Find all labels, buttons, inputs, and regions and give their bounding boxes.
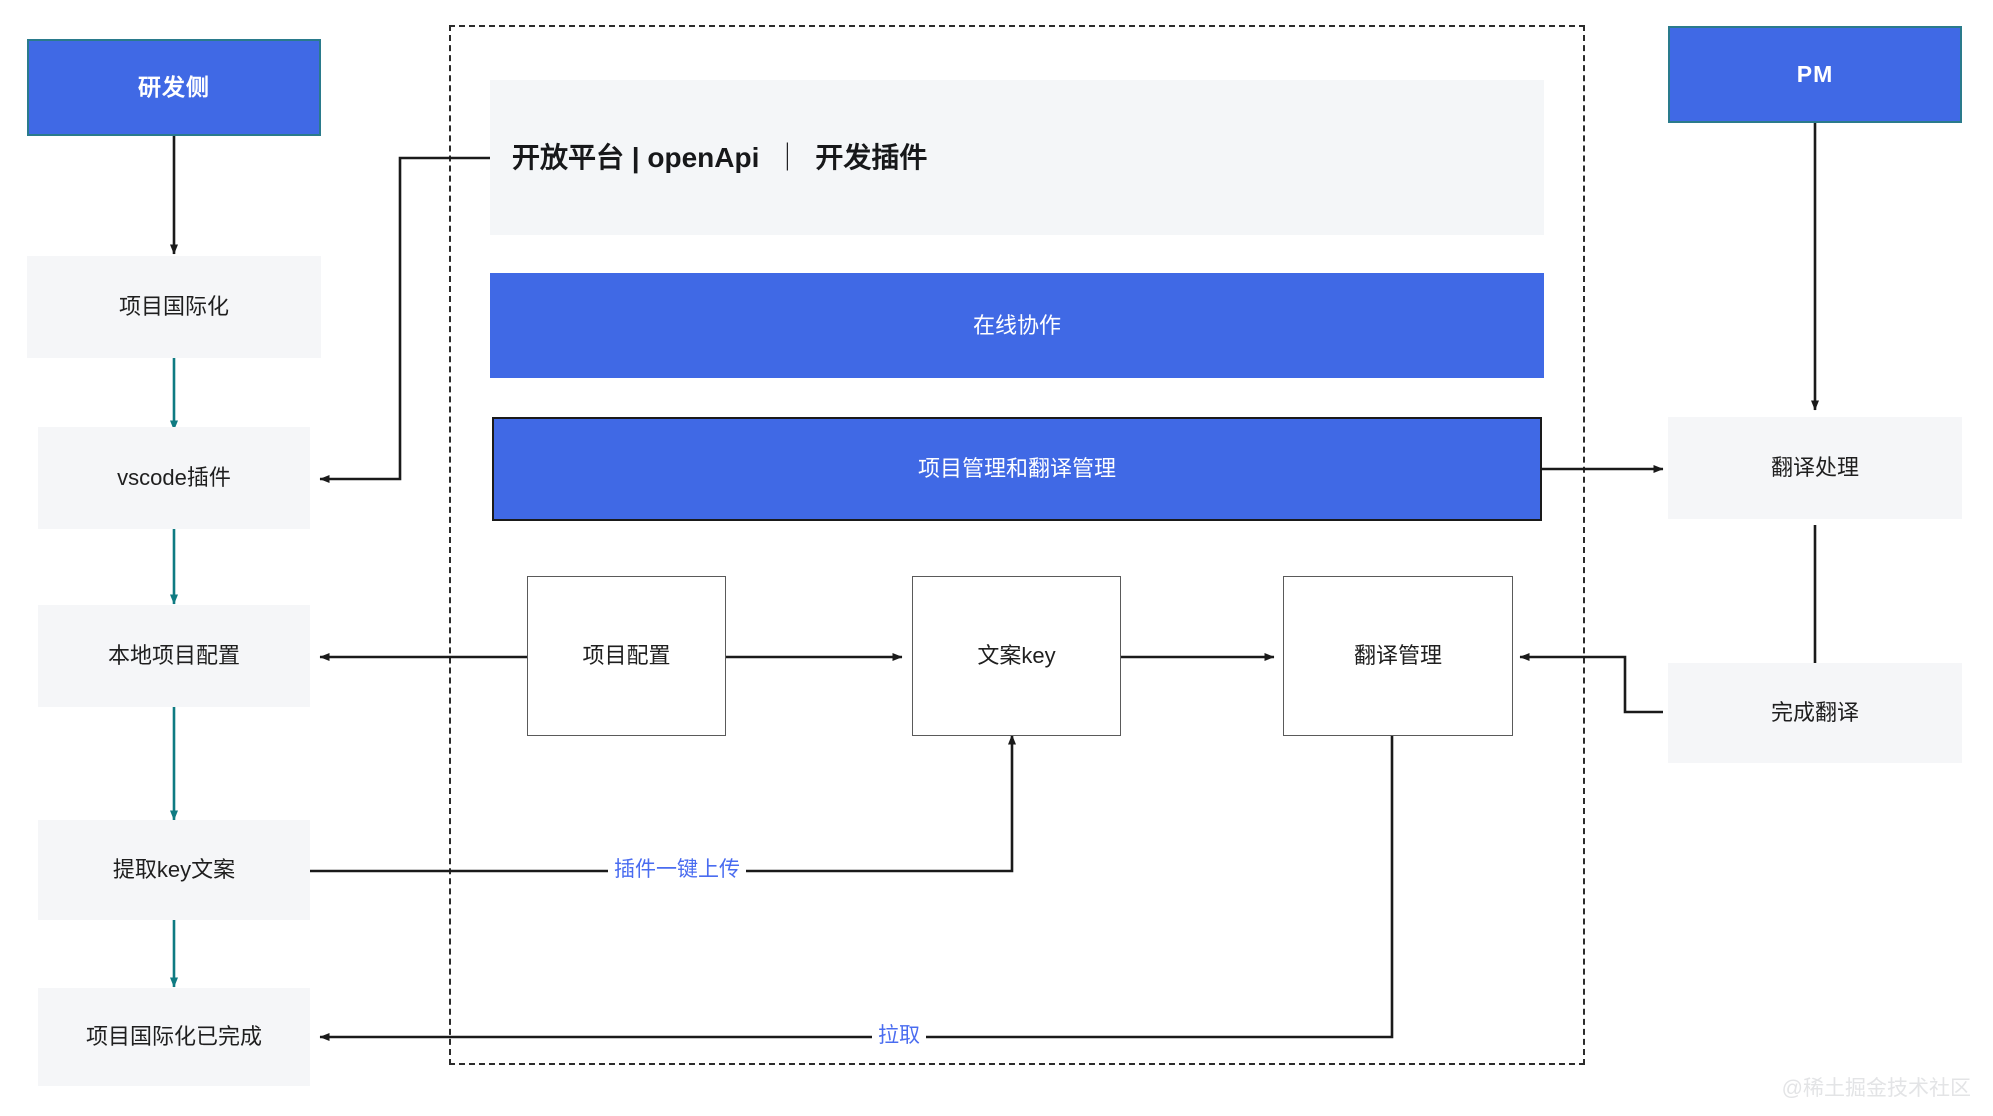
platform-banner: 开放平台 | openApi ｜ 开发插件 [490, 80, 1544, 235]
edge-label-upload: 插件一键上传 [608, 859, 746, 880]
node-extract-key[interactable]: 提取key文案 [38, 820, 310, 920]
node-project-config-label: 项目配置 [582, 643, 671, 669]
node-copy-key-label: 文案key [977, 643, 1056, 669]
watermark: @稀土掘金技术社区 [1781, 1077, 1971, 1100]
lane-header-pm-label: PM [1796, 60, 1834, 87]
node-translation-mgmt-label: 翻译管理 [1353, 643, 1442, 669]
node-local-project-config-label: 本地项目配置 [107, 643, 240, 669]
node-extract-key-label: 提取key文案 [112, 857, 236, 883]
platform-banner-part1: 开放平台 | openApi [512, 141, 760, 173]
platform-banner-divider: ｜ [773, 141, 802, 173]
platform-bar-online-collab-label: 在线协作 [972, 312, 1061, 338]
lane-header-pm[interactable]: PM [1668, 26, 1962, 123]
edge-label-upload-text: 插件一键上传 [614, 858, 740, 881]
node-translation-mgmt[interactable]: 翻译管理 [1283, 576, 1513, 736]
platform-bar-project-translation-mgmt-label: 项目管理和翻译管理 [917, 456, 1116, 482]
node-i18n-done-label: 项目国际化已完成 [85, 1024, 262, 1050]
lane-header-dev[interactable]: 研发侧 [27, 39, 321, 136]
node-project-i18n[interactable]: 项目国际化 [27, 256, 321, 358]
node-i18n-done[interactable]: 项目国际化已完成 [38, 988, 310, 1086]
platform-boundary [449, 25, 1585, 1065]
node-copy-key[interactable]: 文案key [912, 576, 1121, 736]
edge-label-pull-text: 拉取 [878, 1024, 920, 1047]
node-translation-process-label: 翻译处理 [1770, 455, 1859, 481]
node-vscode-plugin-label: vscode插件 [117, 465, 231, 491]
node-project-i18n-label: 项目国际化 [118, 294, 229, 320]
platform-banner-part2: 开发插件 [815, 141, 928, 173]
lane-header-dev-label: 研发侧 [138, 73, 210, 100]
node-local-project-config[interactable]: 本地项目配置 [38, 605, 310, 707]
platform-bar-project-translation-mgmt[interactable]: 项目管理和翻译管理 [492, 417, 1542, 521]
edge-label-pull: 拉取 [872, 1025, 926, 1046]
node-vscode-plugin[interactable]: vscode插件 [38, 427, 310, 529]
node-translation-process[interactable]: 翻译处理 [1668, 417, 1962, 519]
platform-bar-online-collab[interactable]: 在线协作 [490, 273, 1544, 378]
node-project-config[interactable]: 项目配置 [527, 576, 726, 736]
node-translation-complete[interactable]: 完成翻译 [1668, 663, 1962, 763]
node-translation-complete-label: 完成翻译 [1770, 700, 1859, 726]
